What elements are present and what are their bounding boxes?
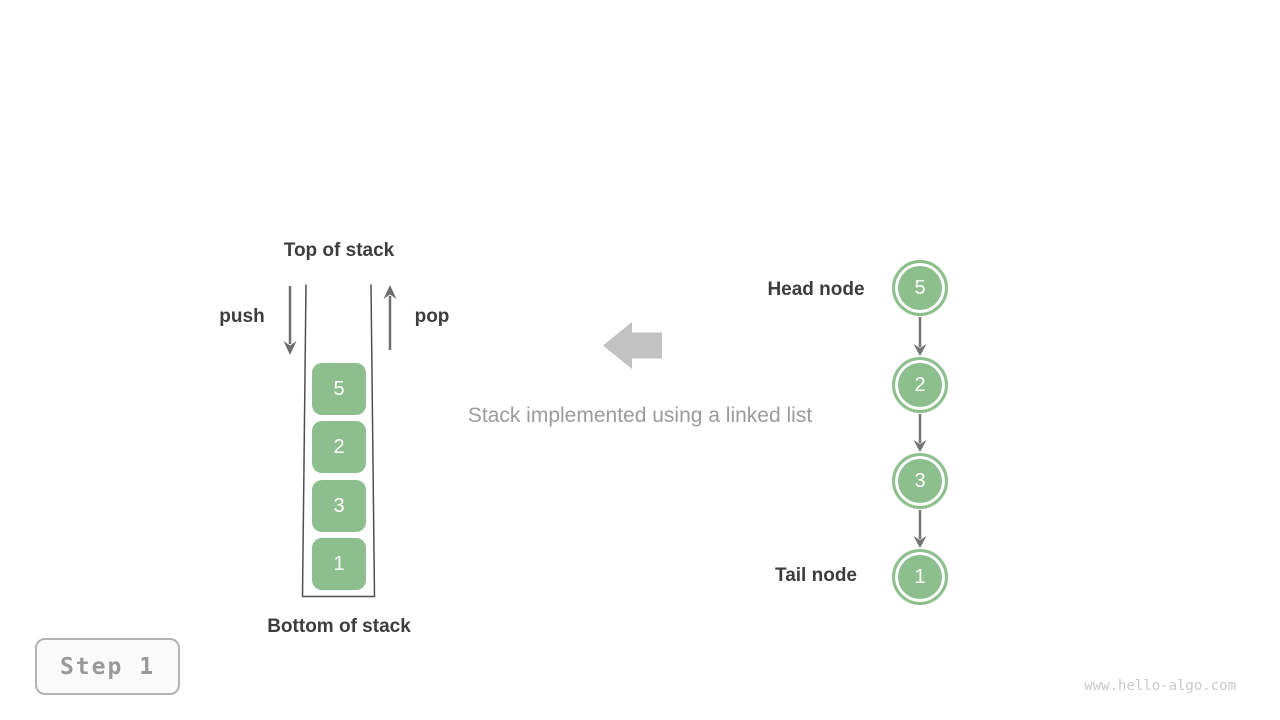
link-arrow-icon (913, 510, 927, 548)
head-node-label: Head node (767, 279, 865, 300)
stack-item: 2 (312, 421, 366, 473)
stack-item: 5 (312, 363, 366, 415)
step-badge: Step 1 (35, 638, 180, 695)
link-arrow-icon (913, 317, 927, 356)
bottom-of-stack-label: Bottom of stack (267, 616, 411, 637)
push-arrow-icon (283, 286, 297, 355)
link-arrow-icon (913, 414, 927, 452)
watermark: www.hello-algo.com (1084, 678, 1236, 694)
pop-arrow-icon (383, 285, 397, 350)
list-node: 1 (892, 549, 948, 605)
stack-item: 3 (312, 480, 366, 532)
pop-label: pop (414, 306, 450, 327)
left-block-arrow-icon (603, 322, 662, 369)
top-of-stack-label: Top of stack (283, 240, 395, 261)
list-node: 2 (892, 357, 948, 413)
diagram-caption: Stack implemented using a linked list (467, 404, 813, 427)
list-node: 5 (892, 260, 948, 316)
tail-node-label: Tail node (775, 565, 857, 586)
push-label: push (219, 306, 265, 327)
stack-item: 1 (312, 538, 366, 590)
list-node: 3 (892, 453, 948, 509)
